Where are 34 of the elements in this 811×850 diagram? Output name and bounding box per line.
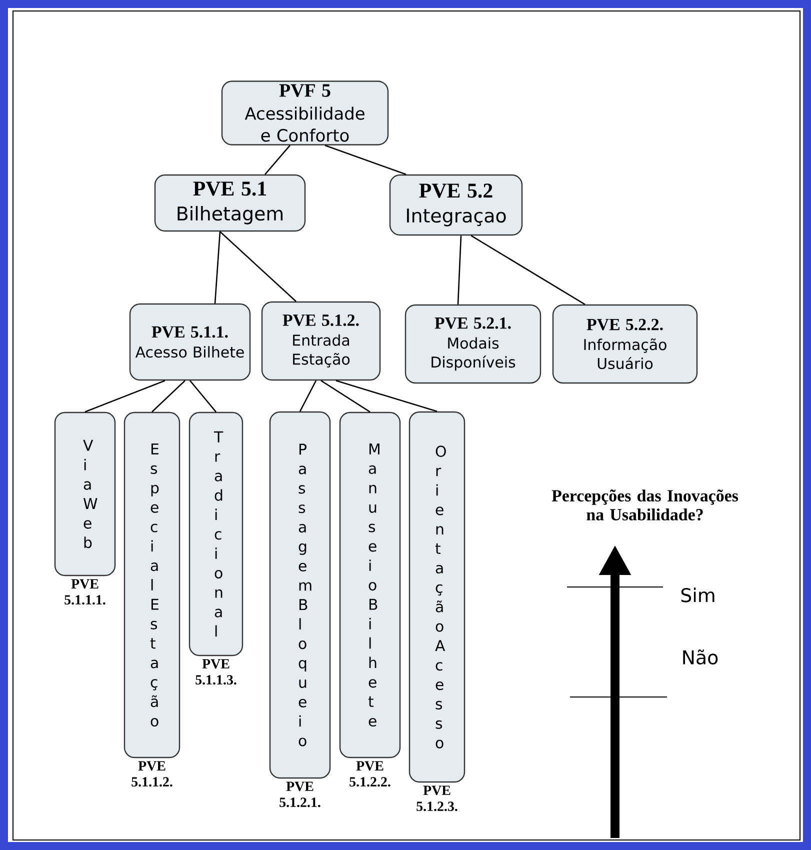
vertical-box: Via Web [54,412,116,576]
category-box: PVF 5 Acessibilidade e Conforto [221,80,389,146]
vertical-box: Passagem Bloqueio [269,411,331,779]
vertical-box: Tradicional [188,412,244,656]
category-box: PVE 5.2 Integraçao [389,174,523,236]
connector-line [320,380,370,412]
node-caption: PVE 5.1.2.2. [350,761,390,787]
node-caption: PVE 5.1.2.1. [280,782,320,808]
connector-line [457,236,462,304]
connector-line [84,380,166,413]
connector-line [324,144,406,176]
scale-label: Sim [681,588,714,602]
node-caption: PVE 5.1.2.3. [416,786,458,812]
scale-label: Não [683,650,718,664]
vertical-box: Orientação Acesso [408,411,466,783]
category-box: PVE 5.2.1. Modais Disponíveis [404,304,542,384]
connector-line [264,144,290,175]
node-caption: PVE 5.1.1.1. [64,579,106,605]
category-box: PVE 5.1.1. Acesso Bilhete [129,303,251,381]
vertical-box: Especial Estação [124,412,180,758]
node-caption: PVE 5.1.1.3. [196,659,236,685]
category-box: PVE 5.1.2. Entrada Estação [261,301,381,381]
connector-line [214,232,221,304]
node-caption: PVE 5.1.1.2. [132,761,172,787]
connector-line [336,380,438,412]
connector-line [470,235,586,305]
vertical-box: Manuseio Bilhete [339,412,401,758]
connector-line [299,380,317,412]
connector-line [220,231,296,302]
scale-title: Percepções das Inovações na Usabilidade? [552,490,738,520]
category-box: PVE 5.1 Bilhetagem [154,174,306,232]
category-box: PVE 5.2.2. Informação Usuário [552,304,698,384]
connector-line [190,380,216,412]
connector-line [152,380,186,412]
